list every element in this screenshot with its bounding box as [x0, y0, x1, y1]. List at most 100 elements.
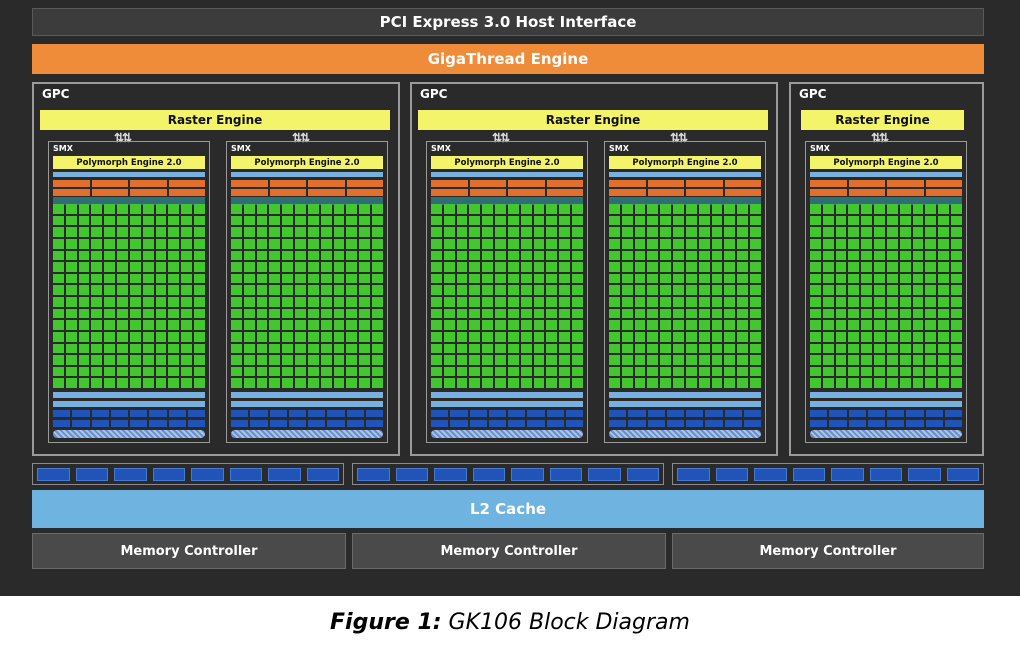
cuda-core — [243, 320, 255, 330]
cuda-core — [65, 331, 77, 342]
cuda-core — [925, 273, 937, 284]
l2-cache: L2 Cache — [32, 490, 984, 528]
rop-unit — [37, 467, 70, 481]
cuda-core — [938, 308, 950, 319]
texture-unit — [308, 420, 326, 427]
cuda-core — [295, 238, 306, 249]
cuda-core — [533, 262, 545, 272]
cuda-core — [810, 227, 821, 237]
warp-scheduler — [925, 189, 962, 196]
cuda-core — [711, 320, 723, 330]
cuda-core — [269, 331, 281, 342]
cuda-core — [912, 285, 924, 295]
texture-unit — [187, 420, 205, 427]
cuda-core — [874, 227, 885, 237]
texture-unit — [308, 410, 326, 417]
cuda-core — [78, 366, 90, 377]
cuda-core — [231, 238, 242, 249]
cuda-core — [307, 308, 319, 319]
cuda-core — [698, 331, 710, 342]
cuda-core — [520, 285, 532, 295]
cuda-core — [938, 273, 950, 284]
cuda-core — [142, 308, 154, 319]
cuda-core — [495, 331, 506, 342]
cuda-core — [456, 238, 468, 249]
cuda-core — [750, 366, 761, 377]
cuda-core — [333, 262, 345, 272]
cuda-core — [621, 331, 633, 342]
raster-engine: Raster Engine — [801, 110, 964, 130]
texture-unit — [810, 420, 828, 427]
cuda-core — [346, 308, 358, 319]
cuda-core — [634, 238, 646, 249]
cuda-core — [469, 273, 481, 284]
cuda-core — [469, 308, 481, 319]
cuda-core — [333, 320, 345, 330]
cuda-core — [685, 215, 697, 226]
cuda-core — [78, 262, 90, 272]
smx-label: SMX — [53, 144, 73, 153]
cuda-core — [698, 215, 710, 226]
cuda-core — [65, 343, 77, 354]
l1-cache — [431, 401, 583, 407]
cuda-core — [168, 273, 180, 284]
cuda-core — [507, 355, 519, 365]
warp-scheduler — [546, 180, 583, 187]
cuda-core — [243, 366, 255, 377]
texture-unit — [887, 420, 905, 427]
cuda-core — [951, 204, 962, 214]
cuda-core — [810, 238, 821, 249]
cuda-core — [507, 331, 519, 342]
cuda-core — [243, 285, 255, 295]
cuda-core — [673, 238, 684, 249]
cuda-core — [925, 250, 937, 261]
rop-unit — [715, 467, 748, 481]
cuda-core — [912, 250, 924, 261]
cuda-core — [495, 378, 506, 388]
cuda-core — [647, 331, 659, 342]
cuda-core — [91, 308, 103, 319]
cuda-core — [660, 308, 672, 319]
texture-unit-row — [810, 420, 962, 427]
warp-scheduler-row — [53, 180, 205, 187]
cuda-core — [520, 366, 532, 377]
cuda-core — [482, 378, 494, 388]
cuda-core — [320, 262, 332, 272]
cuda-core — [660, 238, 672, 249]
warp-scheduler — [469, 180, 506, 187]
cuda-core — [53, 250, 64, 261]
cuda-core — [724, 227, 736, 237]
warp-scheduler — [346, 180, 383, 187]
cuda-core — [698, 285, 710, 295]
cuda-core — [737, 308, 749, 319]
cuda-core — [256, 238, 268, 249]
cuda-core — [572, 204, 583, 214]
texture-unit — [431, 420, 449, 427]
cuda-core — [469, 378, 481, 388]
cuda-core — [53, 227, 64, 237]
cuda-core — [835, 262, 847, 272]
cuda-core — [443, 285, 455, 295]
cuda-core — [256, 250, 268, 261]
cuda-core — [359, 331, 371, 342]
cuda-core — [181, 262, 193, 272]
cuda-core — [231, 331, 242, 342]
cuda-core — [848, 250, 860, 261]
cuda-core — [456, 262, 468, 272]
cuda-core — [546, 320, 558, 330]
cuda-core — [848, 238, 860, 249]
cuda-core — [533, 285, 545, 295]
cuda-core — [835, 297, 847, 307]
cuda-core — [168, 285, 180, 295]
cuda-core — [951, 320, 962, 330]
cuda-core — [168, 215, 180, 226]
cuda-core — [142, 297, 154, 307]
cuda-core — [359, 343, 371, 354]
texture-cache — [231, 430, 383, 438]
warp-scheduler — [91, 189, 128, 196]
smx-label: SMX — [431, 144, 451, 153]
cuda-core — [53, 204, 64, 214]
register-file — [609, 197, 761, 205]
texture-unit — [72, 420, 90, 427]
texture-unit — [686, 420, 704, 427]
